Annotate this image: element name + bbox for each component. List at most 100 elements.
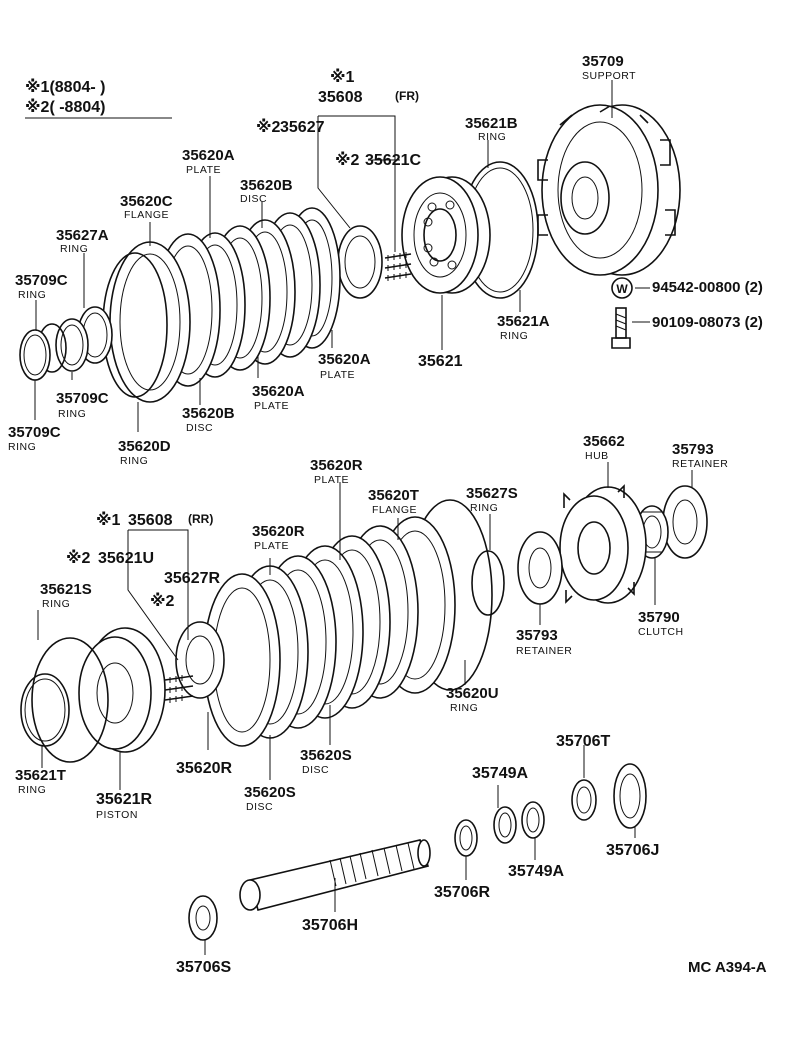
- label-35706H: 35706H: [302, 917, 358, 934]
- fr-group-mark: ※1: [330, 68, 355, 86]
- label-35662: 35662: [583, 433, 625, 450]
- label-35620R-top-name: PLATE: [314, 474, 349, 486]
- label-35620S-right: 35620S: [300, 747, 352, 764]
- springs-35621C: [384, 252, 412, 281]
- label-35621S-name: RING: [42, 598, 70, 610]
- label-35709C-top: 35709C: [15, 272, 68, 289]
- label-35620B-top-name: DISC: [240, 193, 267, 205]
- label-35620B-bot-name: DISC: [186, 422, 213, 434]
- label-35706S: 35706S: [176, 959, 231, 976]
- label-35709C-bot: 35709C: [8, 424, 61, 441]
- diagram-code: MC A394-A: [688, 959, 767, 976]
- label-35620B-top: 35620B: [240, 177, 293, 194]
- leader-lines: [34, 80, 693, 955]
- label-94542: 94542-00800 (2): [652, 279, 763, 296]
- rr-group-tag: (RR): [188, 512, 213, 526]
- label-35706J: 35706J: [606, 842, 659, 859]
- label-35627S: 35627S: [466, 485, 518, 502]
- label-35620T: 35620T: [368, 487, 419, 504]
- label-35627: 35627: [280, 119, 325, 136]
- label-35620R-bot: 35620R: [176, 760, 232, 777]
- legend-line-2: ※2( -8804): [25, 98, 105, 116]
- label-35793-bot-name: RETAINER: [516, 645, 572, 657]
- label-35627-mark: ※2: [256, 118, 281, 136]
- label-35621A-name: RING: [500, 330, 528, 342]
- part-labels: ※1 35608 (FR) ※2 35627 ※2 35621C 35709 S…: [8, 53, 767, 976]
- washer-and-bolt: W: [611, 277, 633, 349]
- label-35621T-name: RING: [18, 784, 46, 796]
- label-35620A-mid1-name: PLATE: [320, 369, 355, 381]
- label-35621B: 35621B: [465, 115, 518, 132]
- label-35621R: 35621R: [96, 791, 152, 808]
- label-90109: 90109-08073 (2): [652, 314, 763, 331]
- upper-assembly: W: [19, 104, 681, 403]
- support-drum-35709: [537, 104, 681, 276]
- label-35620A-mid2-name: PLATE: [254, 400, 289, 412]
- label-35620R-mid-name: PLATE: [254, 540, 289, 552]
- label-35620B-bot: 35620B: [182, 405, 235, 422]
- shaft-35706H: [239, 839, 431, 911]
- label-35627S-name: RING: [470, 502, 498, 514]
- label-35621R-name: PISTON: [96, 809, 138, 821]
- label-35709C-mid: 35709C: [56, 390, 109, 407]
- label-35620S-bot-name: DISC: [246, 801, 273, 813]
- label-35706T: 35706T: [556, 733, 610, 750]
- clutch-stack-lower: [203, 525, 419, 747]
- washer-icon: W: [616, 282, 628, 296]
- ring-35627: [337, 225, 383, 299]
- label-35793-bot: 35793: [516, 627, 558, 644]
- label-35627A-name: RING: [60, 243, 88, 255]
- label-35620U: 35620U: [446, 685, 499, 702]
- label-35620R-top: 35620R: [310, 457, 363, 474]
- piston-35621: [401, 176, 491, 294]
- label-35706R: 35706R: [434, 884, 490, 901]
- label-35620A-top: 35620A: [182, 147, 235, 164]
- lower-assembly: [20, 484, 708, 941]
- label-35662-name: HUB: [585, 450, 609, 462]
- label-35709C-mid-name: RING: [58, 408, 86, 420]
- label-35621U-mark: ※2: [66, 549, 91, 567]
- rr-group-part-number: 35608: [128, 512, 173, 529]
- springs-35621U: [164, 675, 194, 703]
- label-35620D-name: RING: [120, 455, 148, 467]
- label-35709C-bot-name: RING: [8, 441, 36, 453]
- fr-group-part-number: 35608: [318, 89, 363, 106]
- label-35793-top-name: RETAINER: [672, 458, 728, 470]
- thrust-washers: [188, 763, 647, 941]
- label-35620A-mid1: 35620A: [318, 351, 371, 368]
- label-35621C-mark: ※2: [335, 151, 360, 169]
- flange-35620C: [102, 241, 191, 403]
- label-35620C: 35620C: [120, 193, 173, 210]
- label-35620S-bot: 35620S: [244, 784, 296, 801]
- label-35621A: 35621A: [497, 313, 550, 330]
- label-35621S: 35621S: [40, 581, 92, 598]
- label-35620A-mid2: 35620A: [252, 383, 305, 400]
- label-35709: 35709: [582, 53, 624, 70]
- label-35709-name: SUPPORT: [582, 70, 636, 82]
- label-35790: 35790: [638, 609, 680, 626]
- rings-35621S-35621T: [20, 637, 109, 763]
- label-35620T-name: FLANGE: [372, 504, 417, 516]
- label-35793-top: 35793: [672, 441, 714, 458]
- ring-35627R: [175, 621, 225, 699]
- fr-group-tag: (FR): [395, 89, 419, 103]
- label-35620S-right-name: DISC: [302, 764, 329, 776]
- small-rings-upper: [19, 306, 113, 381]
- retainer-35793-top: [662, 485, 708, 559]
- label-35620A-top-name: PLATE: [186, 164, 221, 176]
- legend-line-1: ※1(8804- ): [25, 78, 105, 96]
- label-35620C-name: FLANGE: [124, 209, 169, 221]
- label-35621U: 35621U: [98, 550, 154, 567]
- label-35621T: 35621T: [15, 767, 66, 784]
- label-35749A-bot: 35749A: [508, 863, 564, 880]
- label-35709C-top-name: RING: [18, 289, 46, 301]
- label-35790-name: CLUTCH: [638, 626, 684, 638]
- label-35627R-mark: ※2: [150, 592, 175, 610]
- label-35620U-name: RING: [450, 702, 478, 714]
- label-35621C: 35621C: [365, 152, 421, 169]
- label-35621B-name: RING: [478, 131, 506, 143]
- piston-35621R: [78, 627, 166, 753]
- label-35749A-top: 35749A: [472, 765, 528, 782]
- label-35621: 35621: [418, 353, 463, 370]
